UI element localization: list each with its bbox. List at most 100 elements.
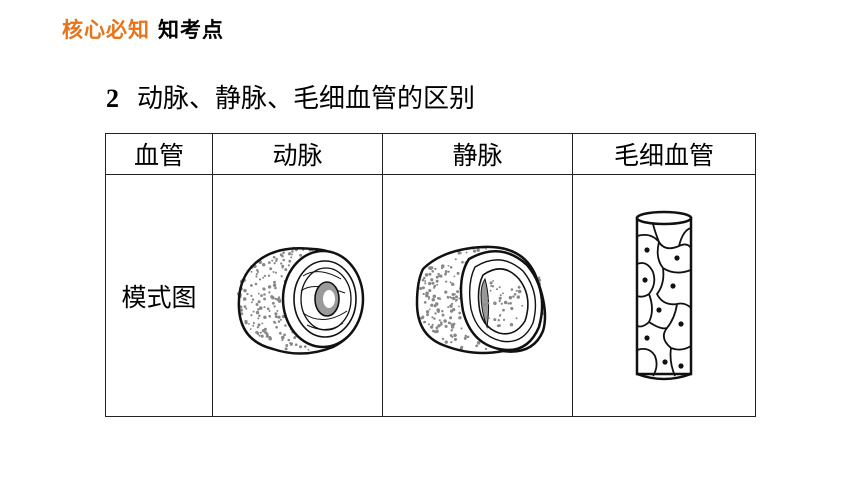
texture-dot xyxy=(433,303,437,307)
texture-dot xyxy=(256,332,259,335)
texture-dot xyxy=(489,280,493,284)
texture-dot xyxy=(261,286,265,290)
texture-dot xyxy=(451,296,455,300)
texture-dot xyxy=(423,281,426,284)
texture-dot xyxy=(457,250,461,255)
texture-dot xyxy=(249,313,253,316)
texture-dot xyxy=(267,274,270,277)
texture-dot xyxy=(262,315,267,319)
texture-dot xyxy=(283,323,287,327)
texture-dot xyxy=(452,332,457,337)
texture-dot xyxy=(492,300,497,305)
texture-dot xyxy=(500,302,503,305)
texture-dot xyxy=(430,297,435,301)
texture-dot xyxy=(290,342,293,344)
texture-dot xyxy=(509,306,513,310)
texture-dot xyxy=(440,266,443,269)
texture-dot xyxy=(245,292,249,295)
texture-dot xyxy=(434,329,439,333)
capillary-bottom-edge xyxy=(636,372,692,380)
texture-dot xyxy=(256,307,260,311)
texture-dot xyxy=(257,322,260,326)
texture-dot xyxy=(294,342,298,346)
texture-dot xyxy=(254,274,258,278)
texture-dot xyxy=(421,278,424,281)
capillary-nucleus xyxy=(670,282,676,289)
capillary-nucleus xyxy=(656,306,662,313)
artery-cell xyxy=(212,174,383,417)
texture-dot xyxy=(268,309,270,312)
texture-dot xyxy=(249,327,252,330)
texture-dot xyxy=(289,255,292,258)
texture-dot xyxy=(427,288,431,292)
texture-dot xyxy=(259,293,263,297)
texture-dot xyxy=(273,261,276,264)
texture-dot xyxy=(442,318,447,323)
texture-dot xyxy=(438,318,441,321)
texture-dot xyxy=(447,270,450,273)
texture-dot xyxy=(259,260,262,264)
texture-dot xyxy=(499,293,502,296)
texture-dot xyxy=(284,346,288,350)
texture-dot xyxy=(421,286,424,289)
texture-dot xyxy=(249,283,253,287)
texture-dot xyxy=(260,334,264,338)
texture-dot xyxy=(256,270,259,273)
texture-dot xyxy=(427,322,430,325)
texture-dot xyxy=(497,318,500,321)
texture-dot xyxy=(429,324,433,329)
texture-dot xyxy=(298,253,302,257)
texture-dot xyxy=(252,310,255,313)
texture-dot xyxy=(247,322,250,325)
texture-dot xyxy=(250,270,252,273)
texture-dot xyxy=(434,302,437,305)
texture-dot xyxy=(510,287,513,291)
texture-dot xyxy=(254,282,257,285)
texture-dot xyxy=(489,289,492,292)
texture-dot xyxy=(278,331,282,335)
texture-dot xyxy=(428,307,431,310)
texture-dot xyxy=(256,325,259,328)
texture-dot xyxy=(279,318,282,321)
texture-dot xyxy=(452,274,455,277)
texture-dot xyxy=(502,318,505,321)
texture-dot xyxy=(272,283,276,287)
texture-dot xyxy=(424,291,429,295)
texture-dot xyxy=(258,305,263,310)
texture-dot xyxy=(501,291,504,294)
texture-dot xyxy=(453,337,457,341)
texture-dot xyxy=(419,286,422,289)
texture-dot xyxy=(427,297,430,300)
texture-dot xyxy=(511,294,515,298)
texture-dot xyxy=(259,330,262,334)
texture-dot xyxy=(448,295,451,298)
texture-dot xyxy=(422,276,426,279)
section-title-text: 动脉、静脉、毛细血管的区别 xyxy=(137,84,476,114)
texture-dot xyxy=(255,302,258,306)
texture-dot xyxy=(434,325,438,329)
texture-dot xyxy=(423,300,427,304)
texture-dot xyxy=(506,301,509,305)
texture-dot xyxy=(257,299,261,303)
lesson-header: 核心必知知考点 xyxy=(62,14,224,44)
texture-dot xyxy=(272,280,276,284)
texture-dot xyxy=(498,296,502,300)
texture-dot xyxy=(258,334,261,337)
texture-dot xyxy=(263,274,266,277)
texture-dot xyxy=(257,313,261,317)
texture-dot xyxy=(429,303,433,307)
texture-dot xyxy=(249,294,252,297)
texture-dot xyxy=(514,316,518,319)
texture-dot xyxy=(455,298,458,301)
texture-dot xyxy=(491,284,494,288)
texture-dot xyxy=(260,321,263,324)
texture-dot xyxy=(454,294,458,298)
texture-dot xyxy=(437,274,440,277)
texture-dot xyxy=(450,322,454,326)
texture-dot xyxy=(450,335,453,338)
texture-dot xyxy=(429,277,433,281)
texture-dot xyxy=(244,307,247,310)
texture-dot xyxy=(476,340,480,345)
texture-dot xyxy=(433,311,437,315)
vein-diagram xyxy=(415,245,546,354)
